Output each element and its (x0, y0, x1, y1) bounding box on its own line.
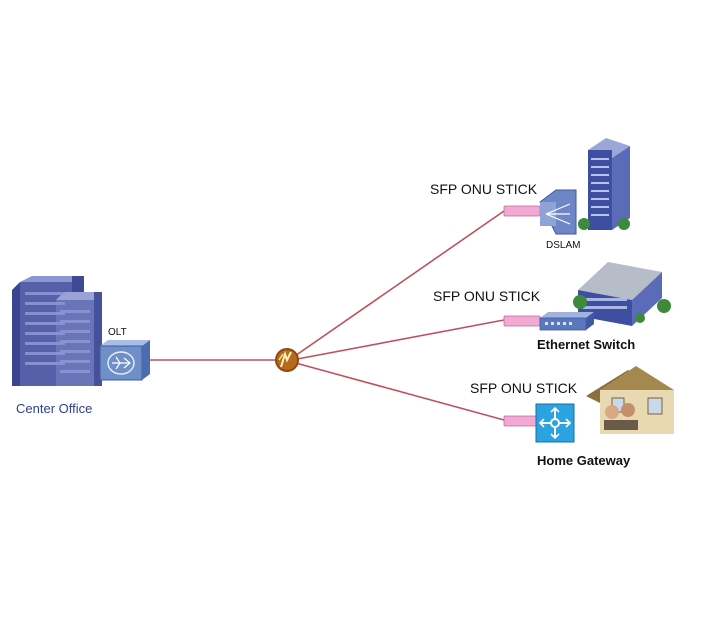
sfp-module-2-label: SFP ONU STICK (433, 288, 541, 304)
center-office-label: Center Office (16, 401, 93, 416)
fiber-to-dslam (291, 210, 505, 359)
sfp-module-1-label: SFP ONU STICK (430, 181, 538, 197)
ethernet-building-icon (573, 262, 671, 326)
home-gateway-label: Home Gateway (537, 453, 631, 468)
office-tower-icon (578, 138, 630, 230)
sfp-module-3-label: SFP ONU STICK (470, 380, 578, 396)
ethernet-switch-label: Ethernet Switch (537, 337, 636, 352)
sfp-module-3-icon (503, 415, 537, 427)
dslam-icon (539, 189, 577, 235)
fiber-to-home-gateway (291, 361, 505, 421)
gateway-icon (535, 403, 575, 443)
fiber-to-ethernet-switch (291, 319, 505, 361)
olt-device-icon (99, 340, 150, 381)
fiber-lines (150, 210, 505, 421)
olt-label: OLT (108, 327, 127, 338)
home-house-icon (586, 366, 674, 434)
sfp-module-1-icon (503, 205, 541, 217)
sfp-module-2-icon (503, 315, 541, 327)
splitter-icon (275, 348, 299, 372)
dslam-label: DSLAM (546, 240, 581, 251)
switch-icon (539, 312, 594, 331)
center-office-building-icon (12, 276, 102, 386)
